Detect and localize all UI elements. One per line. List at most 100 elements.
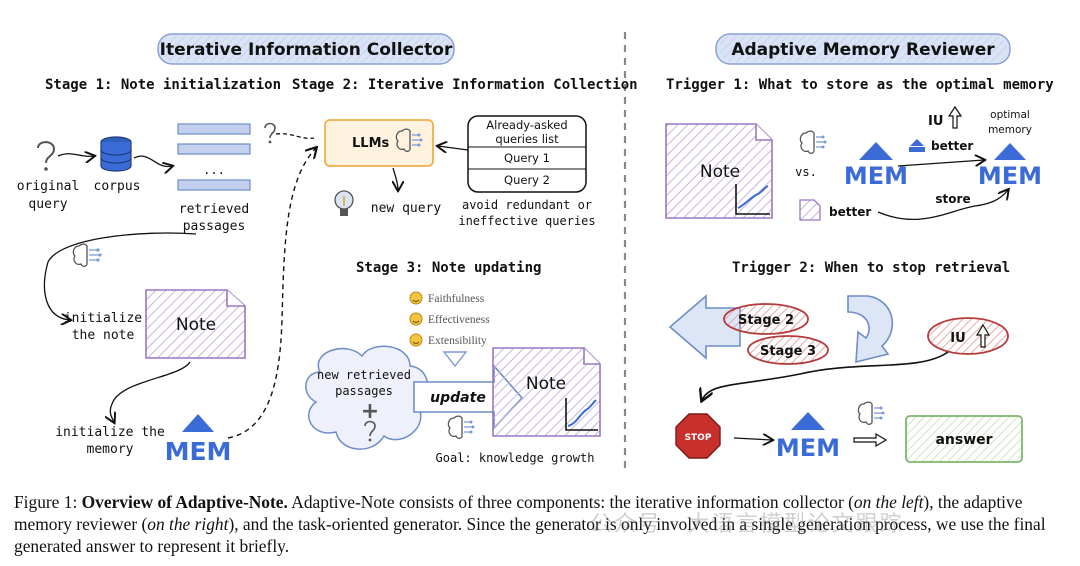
question-icon [264, 122, 276, 144]
trigger1-title: Trigger 1: What to store as the optimal … [666, 77, 1054, 93]
goal-label: Goal: knowledge growth [436, 451, 595, 465]
note-document-trigger1: Note [665, 123, 773, 219]
stage2-title: Stage 2: Iterative Information Collectio… [292, 77, 638, 93]
database-icon [100, 136, 132, 172]
update-label: update [430, 390, 486, 406]
iu-to-stop-arrow [702, 351, 949, 400]
criterion-effectiveness: Effectiveness [428, 314, 490, 326]
stop-label: STOP [685, 433, 712, 443]
queries-box-line2: queries list [495, 132, 559, 146]
corpus-label: corpus [94, 179, 141, 194]
mem-label-optimal: MEM [978, 162, 1042, 190]
avoid-line1: avoid redundant or [462, 198, 592, 212]
mem-small-icon [909, 139, 925, 152]
stop-sign-icon: STOP [675, 413, 721, 459]
brain-icon [72, 243, 102, 267]
caption-right-note: on the right [147, 514, 229, 534]
left-title-text: Iterative Information Collector [160, 40, 453, 60]
mem-logo-stage1: MEM [165, 414, 232, 466]
passage-ellipsis: ... [203, 163, 225, 177]
query-to-corpus-arrow [57, 154, 94, 157]
llm-box: LLMs [324, 119, 434, 167]
optimal-memory-line2: memory [988, 124, 1032, 136]
growth-curve [567, 399, 597, 427]
query-2: Query 2 [504, 173, 550, 187]
llm-to-new-query-arrow [393, 167, 398, 190]
note-small-icon [799, 199, 821, 221]
better-label-top: better [931, 139, 973, 153]
mem-logo-trigger1-left: MEM [844, 142, 908, 190]
mem-logo-optimal: MEM [978, 143, 1042, 190]
retrieved-passages-line1: retrieved [179, 202, 249, 217]
trigger2-title: Trigger 2: When to stop retrieval [732, 260, 1010, 276]
original-query-line2: query [28, 197, 67, 212]
initialize-memory-line1: initialize the [55, 425, 165, 440]
brain-icon [857, 401, 885, 425]
stage1-title: Stage 1: Note initialization [45, 77, 281, 93]
memory-to-llm-dashed-arrow [227, 148, 316, 439]
better-label-bottom: better [829, 205, 871, 219]
brain-icon [447, 415, 475, 439]
retrieved-passages-line2: passages [183, 219, 246, 234]
cloud-text-line1: new retrieved [317, 368, 411, 382]
corpus-to-passages-arrow [133, 155, 172, 166]
queries-to-llm-arrow [438, 146, 469, 150]
passage-bar [177, 179, 251, 191]
llm-label: LLMs [352, 136, 390, 151]
cycle-arrow-left [668, 294, 741, 360]
original-query-line1: original [17, 179, 80, 194]
caption-bold-title: Overview of Adaptive-Note. [81, 492, 288, 512]
optimal-memory-line1: optimal [990, 109, 1030, 121]
plus-icon: + [361, 399, 379, 424]
caption-fig-label: Figure 1: [14, 492, 78, 512]
queries-box-line1: Already-asked [486, 118, 567, 132]
question-icon [37, 141, 56, 171]
up-arrow-icon [975, 323, 991, 348]
growth-axes [565, 398, 598, 431]
cycle-arrow-right [847, 295, 893, 364]
lightbulb-icon [334, 190, 354, 216]
iu-oval: IU [927, 317, 1009, 355]
note-to-memory-arrow [110, 361, 191, 422]
vs-label: vs. [795, 165, 817, 179]
queries-list-box: Already-asked queries list Query 1 Query… [467, 115, 587, 193]
question-icon [364, 420, 376, 442]
up-arrow-icon [947, 105, 963, 129]
cloud-text-line2: passages [335, 384, 393, 398]
left-title: Iterative Information Collector [157, 33, 455, 65]
mem-label-trigger1-left: MEM [844, 162, 908, 190]
down-triangle-icon [442, 351, 468, 368]
criterion-extensibility: Extensibility [428, 335, 487, 347]
initialize-note-line1: initialize [64, 311, 142, 326]
right-title-text: Adaptive Memory Reviewer [731, 40, 995, 60]
passages-cloud: new retrieved passages + [305, 345, 429, 450]
stage3-title: Stage 3: Note updating [356, 260, 541, 276]
note-label-trigger1: Note [700, 162, 740, 182]
stage3-oval-label: Stage 3 [760, 344, 816, 359]
caption-left-note: on the left [853, 492, 924, 512]
retrieved-passages: ... [177, 123, 251, 191]
store-arrow [877, 190, 1008, 220]
avoid-line2: ineffective queries [458, 214, 595, 228]
note-document-stage1: Note [145, 289, 246, 359]
iu-label-top: IU [928, 114, 943, 129]
answer-box: answer [905, 415, 1023, 463]
caption-part1: Adaptive-Note consists of three componen… [291, 492, 854, 512]
mem-label-trigger2: MEM [776, 434, 840, 462]
adaptive-note-diagram: Iterative Information Collector Adaptive… [17, 32, 1054, 470]
question-to-llm-dashed [275, 133, 315, 139]
new-query-label: new query [371, 201, 442, 216]
stage2-oval-label: Stage 2 [738, 313, 794, 328]
right-arrow-icon [853, 432, 888, 448]
smiley-icon [409, 312, 423, 326]
stop-to-mem-arrow [733, 438, 772, 440]
store-label: store [935, 192, 970, 206]
criteria-list: Faithfulness Effectiveness Extensibility [409, 291, 490, 347]
iu-label-trigger2: IU [950, 331, 965, 346]
brain-icon [799, 130, 827, 154]
mem-label-stage1: MEM [165, 437, 232, 466]
mem-to-optimal-arrow [897, 160, 984, 167]
note-label-stage1: Note [176, 315, 216, 335]
smiley-icon [409, 291, 423, 305]
passage-bar [177, 123, 251, 135]
